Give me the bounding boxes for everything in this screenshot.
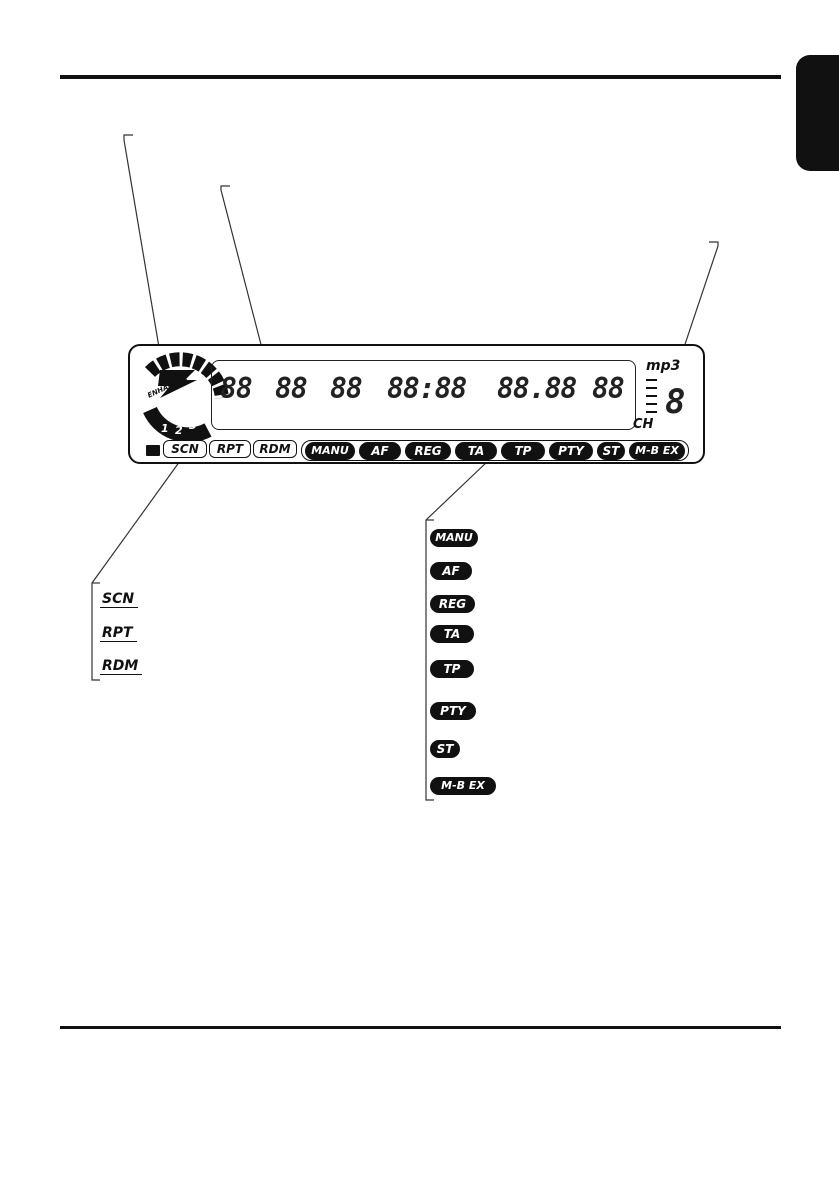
right-indicator-frame [301,440,689,461]
legend-rpt-label: RPT [100,625,137,642]
header-rule [60,75,781,79]
legend-manu: MANU [430,529,478,547]
segment-group-5: 88.88 [497,372,577,405]
display-indicator-reg: REG [405,442,451,460]
display-indicator-ta: TA [455,442,497,460]
legend-mbex: M-B EX [430,777,496,795]
legend-reg: REG [430,595,475,613]
segment-group-3: 88 [330,372,363,405]
legend-rdm-label: RDM [100,658,143,675]
enhancer-leader [123,134,166,384]
legend-scn: SCN [100,588,139,608]
display-indicator-tp: TP [501,442,545,460]
legend-tp: TP [430,660,474,678]
legend-st: ST [430,740,460,758]
section-tab [796,55,839,171]
display-indicator-mbex: M-B EX [629,442,685,460]
display-indicator-af: AF [359,442,401,460]
channel-leader [671,241,719,384]
display-indicator-scn: SCN [163,440,207,458]
legend-ta: TA [430,625,474,643]
legend-rpt: RPT [100,622,137,642]
mp3-label: mp3 [646,358,681,374]
folder-icon [146,445,160,456]
segment-display-window [211,360,636,430]
legend-af: AF [430,562,472,580]
enhancer-number-3: 3 [189,419,197,432]
legend-rdm: RDM [100,655,143,675]
segment-group-6: 88 [592,372,625,405]
display-indicator-rpt: RPT [209,440,251,458]
display-indicator-manu: MANU [305,442,355,460]
right-indicator-leader [425,460,489,801]
display-indicator-pty: PTY [549,442,593,460]
left-indicator-leader [91,460,181,681]
legend-scn-label: SCN [100,591,139,608]
segment-group-2: 88 [275,372,308,405]
enhancer-number-1: 1 [161,422,169,435]
channel-digit: 8 [665,382,686,422]
display-indicator-st: ST [597,442,625,460]
display-indicator-rdm: RDM [253,440,297,458]
segment-group-4: 88:88 [387,372,467,405]
segment-leader [220,185,266,361]
ch-label: CH [633,417,654,432]
enhancer-number-2: 2 [175,424,183,437]
legend-pty: PTY [430,702,476,720]
segment-group-1: 88 [220,372,253,405]
footer-rule [60,1026,781,1029]
